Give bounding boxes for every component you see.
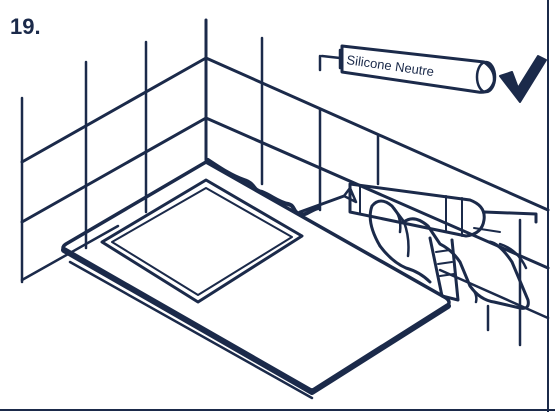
tiled-wall — [22, 20, 548, 345]
hand — [370, 201, 528, 308]
check-mark-icon — [500, 56, 546, 102]
silicone-tube: Silicone Neutre — [322, 46, 495, 92]
shower-tray — [63, 162, 449, 398]
